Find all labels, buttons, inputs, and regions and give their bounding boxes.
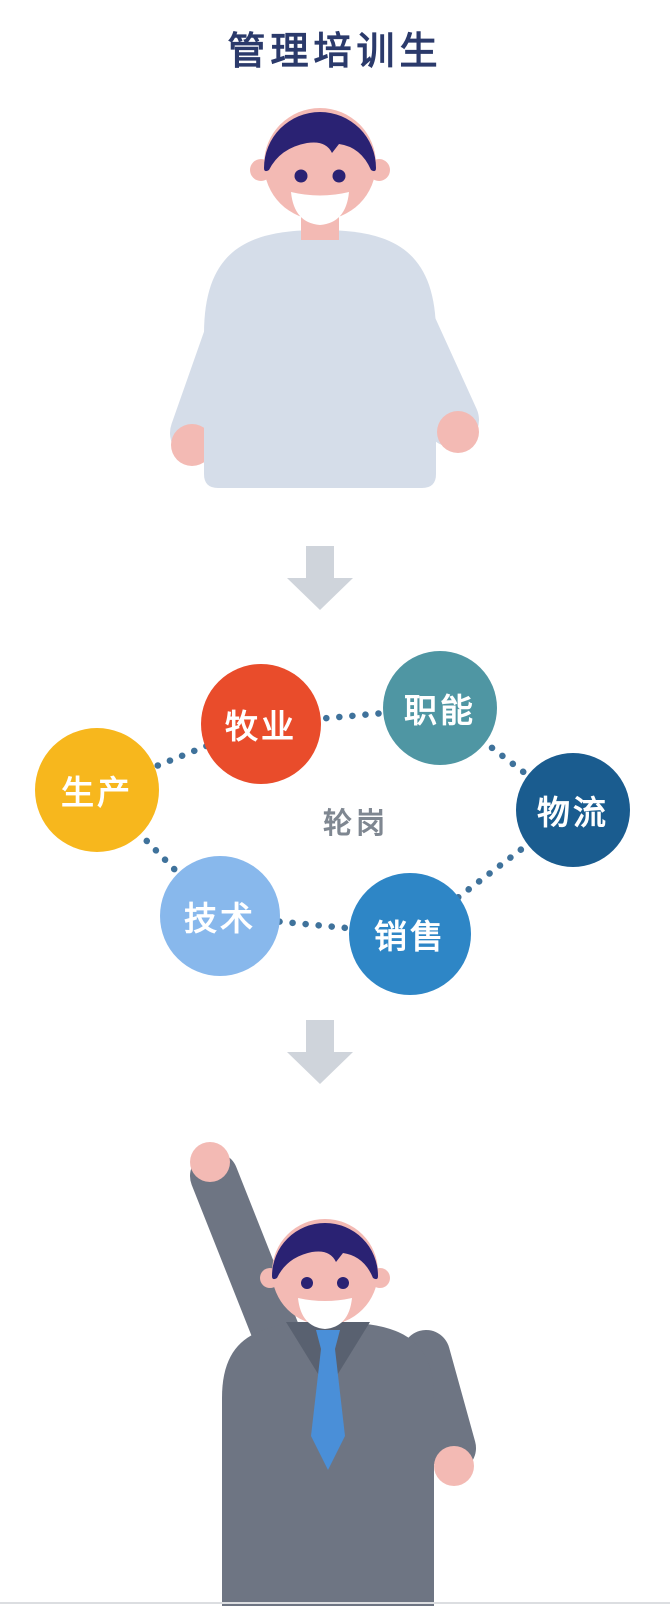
manager-hair (272, 1223, 378, 1280)
bottom-divider (0, 1602, 670, 1604)
rotation-node-xiaoshou: 销售 (349, 873, 471, 995)
rotation-node-label: 销售 (374, 918, 446, 955)
rotation-node-label: 技术 (184, 900, 256, 937)
rotation-node-zhineng: 职能 (383, 651, 497, 765)
rotation-node-wuliu: 物流 (516, 753, 630, 867)
trainee-hand-right (437, 411, 479, 453)
rotation-node-shengchan: 生产 (35, 728, 159, 852)
trainee-hair (264, 112, 376, 172)
manager-hand-right (434, 1446, 474, 1486)
rotation-center-label: 轮岗 (322, 808, 389, 840)
trainee-eye-right (332, 169, 346, 183)
manager-arm-raised (190, 1152, 307, 1374)
manager-figure (190, 1142, 476, 1606)
down-arrow-icon-bottom (287, 1020, 353, 1084)
manager-tie (311, 1349, 345, 1470)
down-arrow-icon-top (287, 546, 353, 610)
trainee-figure (170, 108, 479, 488)
trainee-eye-left (294, 169, 308, 183)
trainee-body (204, 230, 436, 488)
manager-tie-knot (316, 1330, 340, 1349)
manager-eye-left (301, 1277, 313, 1289)
trainee-smile (291, 192, 349, 225)
rotation-node-label: 物流 (537, 794, 609, 831)
trainee-hand-left (171, 424, 213, 466)
manager-smile (298, 1298, 352, 1329)
page-title: 管理培训生 (227, 31, 443, 73)
rotation-node-muye: 牧业 (201, 664, 321, 784)
rotation-node-label: 职能 (404, 692, 476, 729)
down-arrow-shape (287, 546, 353, 610)
rotation-node-label: 生产 (61, 774, 133, 811)
rotation-node-label: 牧业 (225, 708, 297, 745)
manager-hand-raised (190, 1142, 230, 1182)
down-arrow-shape (287, 1020, 353, 1084)
manager-eye-right (337, 1277, 349, 1289)
rotation-node-jishu: 技术 (160, 856, 280, 976)
